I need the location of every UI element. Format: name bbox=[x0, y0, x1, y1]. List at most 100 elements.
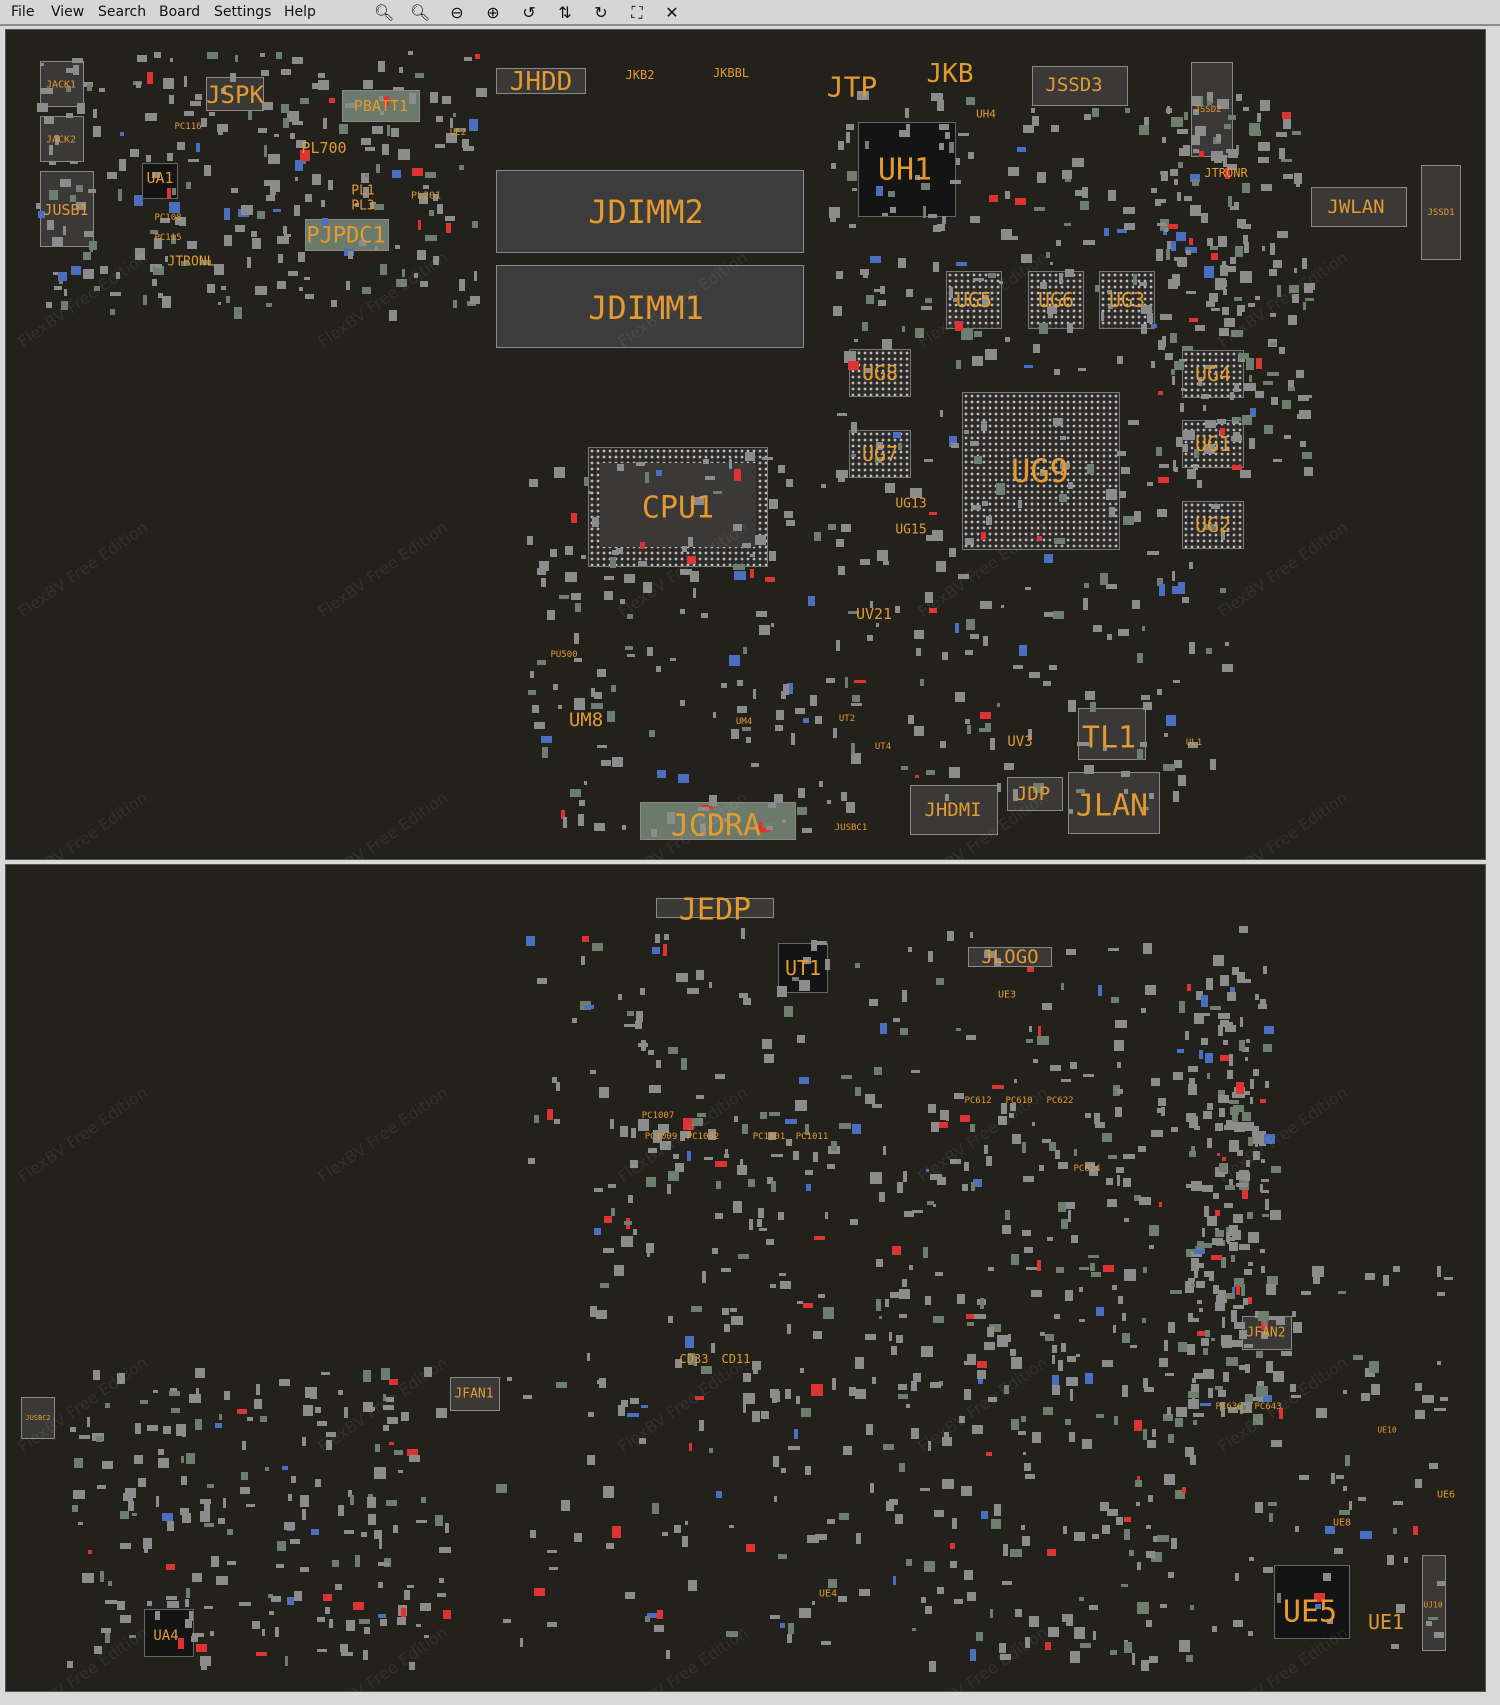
smd-component bbox=[1172, 570, 1176, 582]
menu-file[interactable]: File bbox=[11, 4, 35, 20]
smd-component bbox=[191, 1572, 203, 1582]
smd-component bbox=[1344, 1455, 1350, 1467]
smd-component bbox=[145, 112, 157, 122]
component-jack2[interactable] bbox=[40, 116, 84, 162]
component-jhdd[interactable] bbox=[496, 68, 586, 94]
component-jlan[interactable] bbox=[1068, 772, 1160, 834]
component-ue5[interactable] bbox=[1274, 1565, 1350, 1639]
component-pjpdc1[interactable] bbox=[305, 219, 389, 251]
smd-component bbox=[1174, 178, 1179, 185]
component-ug7[interactable] bbox=[849, 430, 911, 478]
menu-settings[interactable]: Settings bbox=[214, 4, 272, 20]
component-jusbc2[interactable] bbox=[21, 1397, 55, 1439]
board-view-top[interactable]: JACK1 JACK2 JUSB1 UA1 JSPK PBATT1 PL700 … bbox=[5, 29, 1486, 860]
smd-component bbox=[778, 465, 786, 474]
smd-component bbox=[1229, 1099, 1239, 1104]
menu-board[interactable]: Board bbox=[159, 4, 201, 20]
component-ug4[interactable] bbox=[1182, 350, 1244, 398]
component-ug8[interactable] bbox=[849, 349, 911, 397]
smd-component bbox=[326, 1440, 332, 1450]
smd-component bbox=[1141, 323, 1147, 335]
smd-component bbox=[977, 1370, 986, 1379]
smd-component bbox=[758, 1207, 764, 1219]
component-jspk[interactable] bbox=[206, 77, 264, 111]
smd-component bbox=[829, 214, 837, 222]
smd-component bbox=[1263, 1316, 1267, 1326]
smd-component bbox=[1047, 1549, 1057, 1556]
fit-icon[interactable]: ⛶ bbox=[631, 3, 643, 22]
smd-component bbox=[626, 653, 635, 658]
component-ug6[interactable] bbox=[1028, 271, 1084, 329]
watermark: FlexBV Free Edition bbox=[614, 1352, 752, 1457]
component-ug2[interactable] bbox=[1182, 501, 1244, 549]
smd-component bbox=[907, 946, 912, 952]
smd-component bbox=[1103, 1265, 1115, 1272]
smd-component bbox=[698, 1419, 705, 1431]
zoom-in-icon[interactable]: 🔍︎ bbox=[410, 3, 431, 22]
smd-component bbox=[268, 154, 281, 164]
smd-component bbox=[624, 1591, 635, 1599]
flip-icon[interactable]: ⇅ bbox=[558, 3, 572, 22]
component-jssd3[interactable] bbox=[1032, 66, 1128, 106]
smd-component bbox=[1239, 1404, 1244, 1414]
component-ua1[interactable] bbox=[142, 163, 178, 199]
smd-component bbox=[218, 1414, 223, 1421]
smd-component bbox=[1229, 1022, 1234, 1026]
menu-search[interactable]: Search bbox=[98, 4, 147, 20]
smd-component bbox=[302, 1437, 307, 1447]
smd-component bbox=[768, 802, 777, 808]
rotate-ccw-icon[interactable]: ↺ bbox=[522, 3, 536, 22]
smd-component bbox=[403, 1590, 411, 1600]
zoom-plus-icon[interactable]: ⊕ bbox=[486, 3, 500, 22]
smd-component bbox=[386, 1500, 397, 1507]
rotate-cw-icon[interactable]: ↻ bbox=[594, 3, 608, 22]
smd-component bbox=[386, 1396, 395, 1403]
component-ug3[interactable] bbox=[1099, 271, 1155, 329]
component-pbatt1[interactable] bbox=[342, 90, 420, 122]
smd-component bbox=[654, 1624, 664, 1632]
component-jedp[interactable] bbox=[656, 898, 774, 918]
smd-component bbox=[44, 117, 54, 124]
component-jwlan[interactable] bbox=[1311, 187, 1407, 227]
smd-component bbox=[86, 1416, 90, 1427]
smd-component bbox=[1148, 1495, 1154, 1503]
smd-component bbox=[1030, 1290, 1042, 1298]
smd-component bbox=[762, 821, 774, 829]
component-jhdmi[interactable] bbox=[910, 785, 998, 835]
component-jdimm1[interactable] bbox=[496, 265, 804, 348]
smd-component bbox=[468, 118, 478, 131]
smd-component bbox=[348, 223, 352, 234]
smd-component bbox=[1019, 645, 1027, 657]
smd-component bbox=[1049, 262, 1054, 266]
component-jssd1[interactable] bbox=[1421, 165, 1461, 260]
board-view-bottom[interactable]: JEDP UT1 JLOGO UE3 JFAN2 JFAN1 UA4 UE5 U… bbox=[5, 864, 1486, 1692]
smd-component bbox=[922, 1247, 928, 1258]
component-jcdra[interactable] bbox=[640, 802, 796, 840]
menu-help[interactable]: Help bbox=[284, 4, 316, 20]
smd-component bbox=[930, 1122, 939, 1132]
smd-component bbox=[262, 102, 273, 111]
component-tl1[interactable] bbox=[1078, 708, 1146, 760]
menu-view[interactable]: View bbox=[51, 4, 85, 20]
component-ua4[interactable] bbox=[144, 1609, 194, 1657]
smd-component bbox=[1393, 1527, 1398, 1534]
smd-component bbox=[955, 692, 966, 703]
smd-component bbox=[924, 1295, 932, 1306]
smd-component bbox=[1242, 183, 1250, 194]
smd-component bbox=[1206, 1138, 1212, 1148]
smd-component bbox=[1188, 1078, 1195, 1086]
zoom-minus-icon[interactable]: ⊖ bbox=[450, 3, 464, 22]
component-jdimm2[interactable] bbox=[496, 170, 804, 253]
close-icon[interactable]: ✕ bbox=[665, 3, 679, 22]
smd-component bbox=[1067, 322, 1073, 334]
zoom-out-icon[interactable]: 🔍︎ bbox=[374, 3, 395, 22]
component-uh1[interactable] bbox=[858, 122, 956, 217]
smd-component bbox=[1172, 459, 1177, 472]
component-jfan1[interactable] bbox=[450, 1377, 500, 1411]
smd-component bbox=[446, 222, 451, 234]
smd-component bbox=[1168, 1571, 1174, 1578]
smd-component bbox=[1137, 748, 1144, 760]
smd-component bbox=[851, 1124, 862, 1135]
smd-component bbox=[224, 207, 230, 220]
smd-component bbox=[612, 757, 624, 768]
